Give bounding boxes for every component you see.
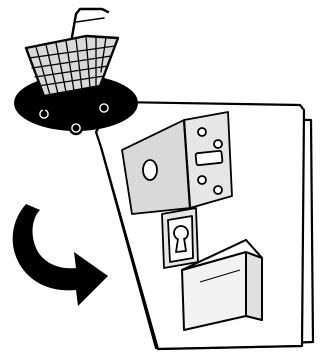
flat-l-bracket-icon — [121, 111, 233, 215]
corner-cap-icon — [181, 239, 263, 331]
curved-arrow-icon — [12, 204, 109, 306]
keyhole-clip-icon — [161, 207, 199, 269]
shopping-cart-icon — [24, 7, 120, 136]
